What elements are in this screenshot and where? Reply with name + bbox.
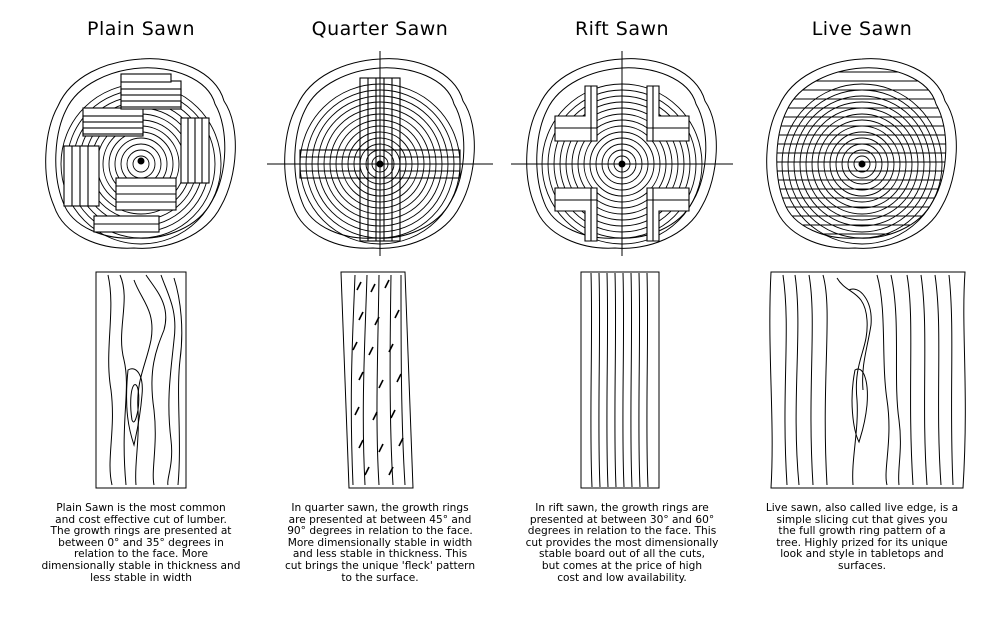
plain-boards bbox=[63, 73, 210, 233]
growth-ring bbox=[829, 131, 895, 197]
column-live-sawn: Live Sawn bbox=[737, 0, 987, 619]
growth-ring bbox=[817, 119, 907, 209]
plain-sawn-title: Plain Sawn bbox=[86, 18, 196, 40]
growth-ring bbox=[835, 137, 889, 191]
live-sawn-description: Live sawn, also called live edge, is a s… bbox=[765, 502, 959, 572]
column-quarter-sawn: Quarter Sawn bbox=[255, 0, 505, 619]
live-sawn-log-diagram bbox=[766, 58, 957, 249]
growth-ring bbox=[811, 113, 913, 215]
rift-sawn-title: Rift Sawn bbox=[574, 18, 670, 40]
rift-sawn-description: In rift sawn, the growth rings are prese… bbox=[525, 502, 719, 584]
quarter-sawn-board-grain bbox=[340, 271, 414, 489]
live-sawn-title: Live Sawn bbox=[811, 18, 913, 40]
growth-ring bbox=[853, 155, 871, 173]
plain-sawn-description: Plain Sawn is the most common and cost e… bbox=[41, 502, 241, 584]
growth-ring bbox=[781, 83, 943, 245]
growth-ring bbox=[793, 95, 931, 233]
quarter-sawn-log-diagram bbox=[267, 51, 493, 256]
plain-sawn-board-grain bbox=[95, 271, 187, 489]
column-plain-sawn: Plain Sawn bbox=[16, 0, 266, 619]
rift-sawn-board-grain bbox=[580, 271, 660, 489]
fleck-marks bbox=[352, 279, 404, 476]
growth-ring bbox=[799, 101, 925, 227]
growth-ring bbox=[132, 155, 150, 173]
log-bark-outer bbox=[45, 58, 236, 249]
growth-ring bbox=[847, 149, 877, 179]
quarter-sawn-description: In quarter sawn, the growth rings are pr… bbox=[284, 502, 476, 584]
plain-sawn-log-diagram bbox=[45, 58, 236, 249]
rift-sawn-log-diagram bbox=[511, 51, 733, 256]
quarter-sawn-title: Quarter Sawn bbox=[311, 18, 449, 40]
live-sawn-board-grain bbox=[769, 271, 966, 489]
column-rift-sawn: Rift Sawn bbox=[497, 0, 747, 619]
